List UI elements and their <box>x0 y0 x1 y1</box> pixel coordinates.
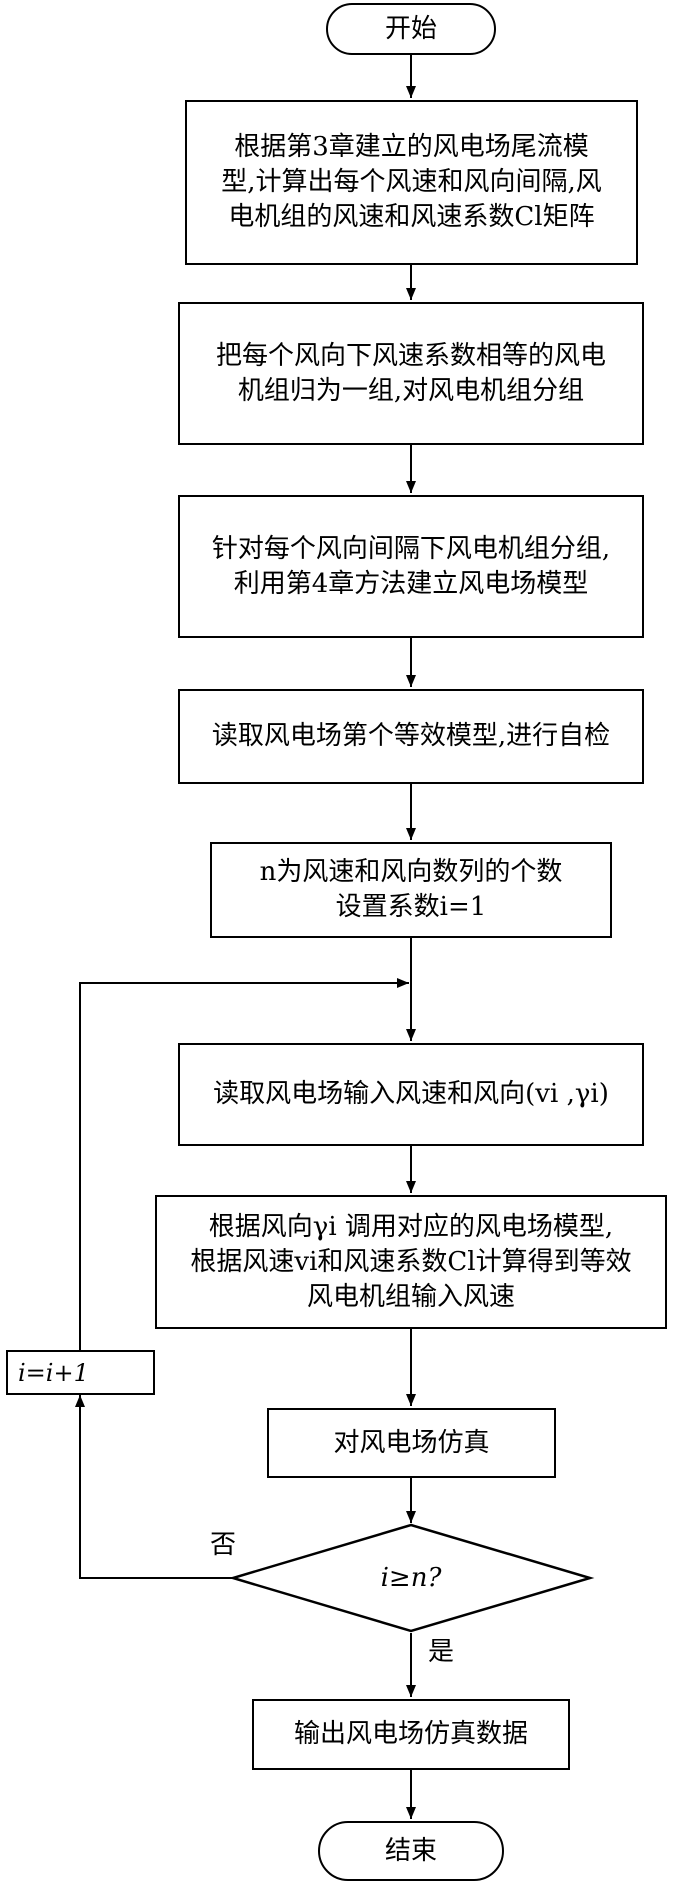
step1-line-2: 型,计算出每个风速和风向间隔,风 <box>221 167 602 197</box>
end-terminal: 结束 <box>318 1821 504 1881</box>
decision-diamond <box>228 1523 595 1633</box>
end-label: 结束 <box>384 1835 437 1866</box>
step1-line-1: 根据第3章建立的风电场尾流模 <box>234 132 589 162</box>
yes-label: 是 <box>428 1637 455 1667</box>
loop-no-to-counter <box>75 1395 233 1579</box>
step3-line-1: 针对每个风向间隔下风电机组分组, <box>211 533 611 564</box>
step1-line-3: 电机组的风速和风速系数Cl矩阵 <box>228 202 595 232</box>
step6-line-1: 读取风电场输入风速和风向(vi ,γi) <box>213 1079 609 1109</box>
loop-counter-to-step6 <box>79 978 409 1350</box>
step1-box: 根据第3章建立的风电场尾流模 型,计算出每个风速和风向间隔,风 电机组的风速和风… <box>185 100 638 265</box>
step4-line-1: 读取风电场第个等效模型,进行自检 <box>211 721 611 751</box>
step5-line-1: n为风速和风向数列的个数 <box>259 857 563 887</box>
start-label: 开始 <box>384 13 437 44</box>
step7-box: 根据风向γi 调用对应的风电场模型, 根据风速vi和风速系数Cl计算得到等效 风… <box>155 1195 667 1329</box>
step3-box: 针对每个风向间隔下风电机组分组, 利用第4章方法建立风电场模型 <box>178 495 644 638</box>
step6-box: 读取风电场输入风速和风向(vi ,γi) <box>178 1043 644 1146</box>
decision-label: i≥n? <box>380 1563 442 1593</box>
step5-box: n为风速和风向数列的个数 设置系数i=1 <box>210 842 612 938</box>
counter-label: i=i+1 <box>18 1358 89 1387</box>
step7-line-2: 根据风速vi和风速系数Cl计算得到等效 <box>190 1246 632 1277</box>
start-terminal: 开始 <box>326 3 496 55</box>
step7-line-1: 根据风向γi 调用对应的风电场模型, <box>208 1211 614 1242</box>
step3-line-2: 利用第4章方法建立风电场模型 <box>233 568 589 599</box>
step7-line-3: 风电机组输入风速 <box>306 1281 515 1312</box>
counter-box: i=i+1 <box>6 1350 155 1395</box>
step4-box: 读取风电场第个等效模型,进行自检 <box>178 689 644 784</box>
step8-box: 对风电场仿真 <box>267 1408 556 1478</box>
step9-label: 输出风电场仿真数据 <box>293 1719 528 1749</box>
step5-line-2: 设置系数i=1 <box>335 892 487 922</box>
step2-line-1: 把每个风向下风速系数相等的风电 <box>215 340 606 371</box>
step9-box: 输出风电场仿真数据 <box>252 1699 570 1770</box>
step8-label: 对风电场仿真 <box>333 1427 490 1458</box>
step2-line-2: 机组归为一组,对风电机组分组 <box>237 375 585 406</box>
step2-box: 把每个风向下风速系数相等的风电 机组归为一组,对风电机组分组 <box>178 302 644 445</box>
no-label: 否 <box>210 1530 237 1560</box>
